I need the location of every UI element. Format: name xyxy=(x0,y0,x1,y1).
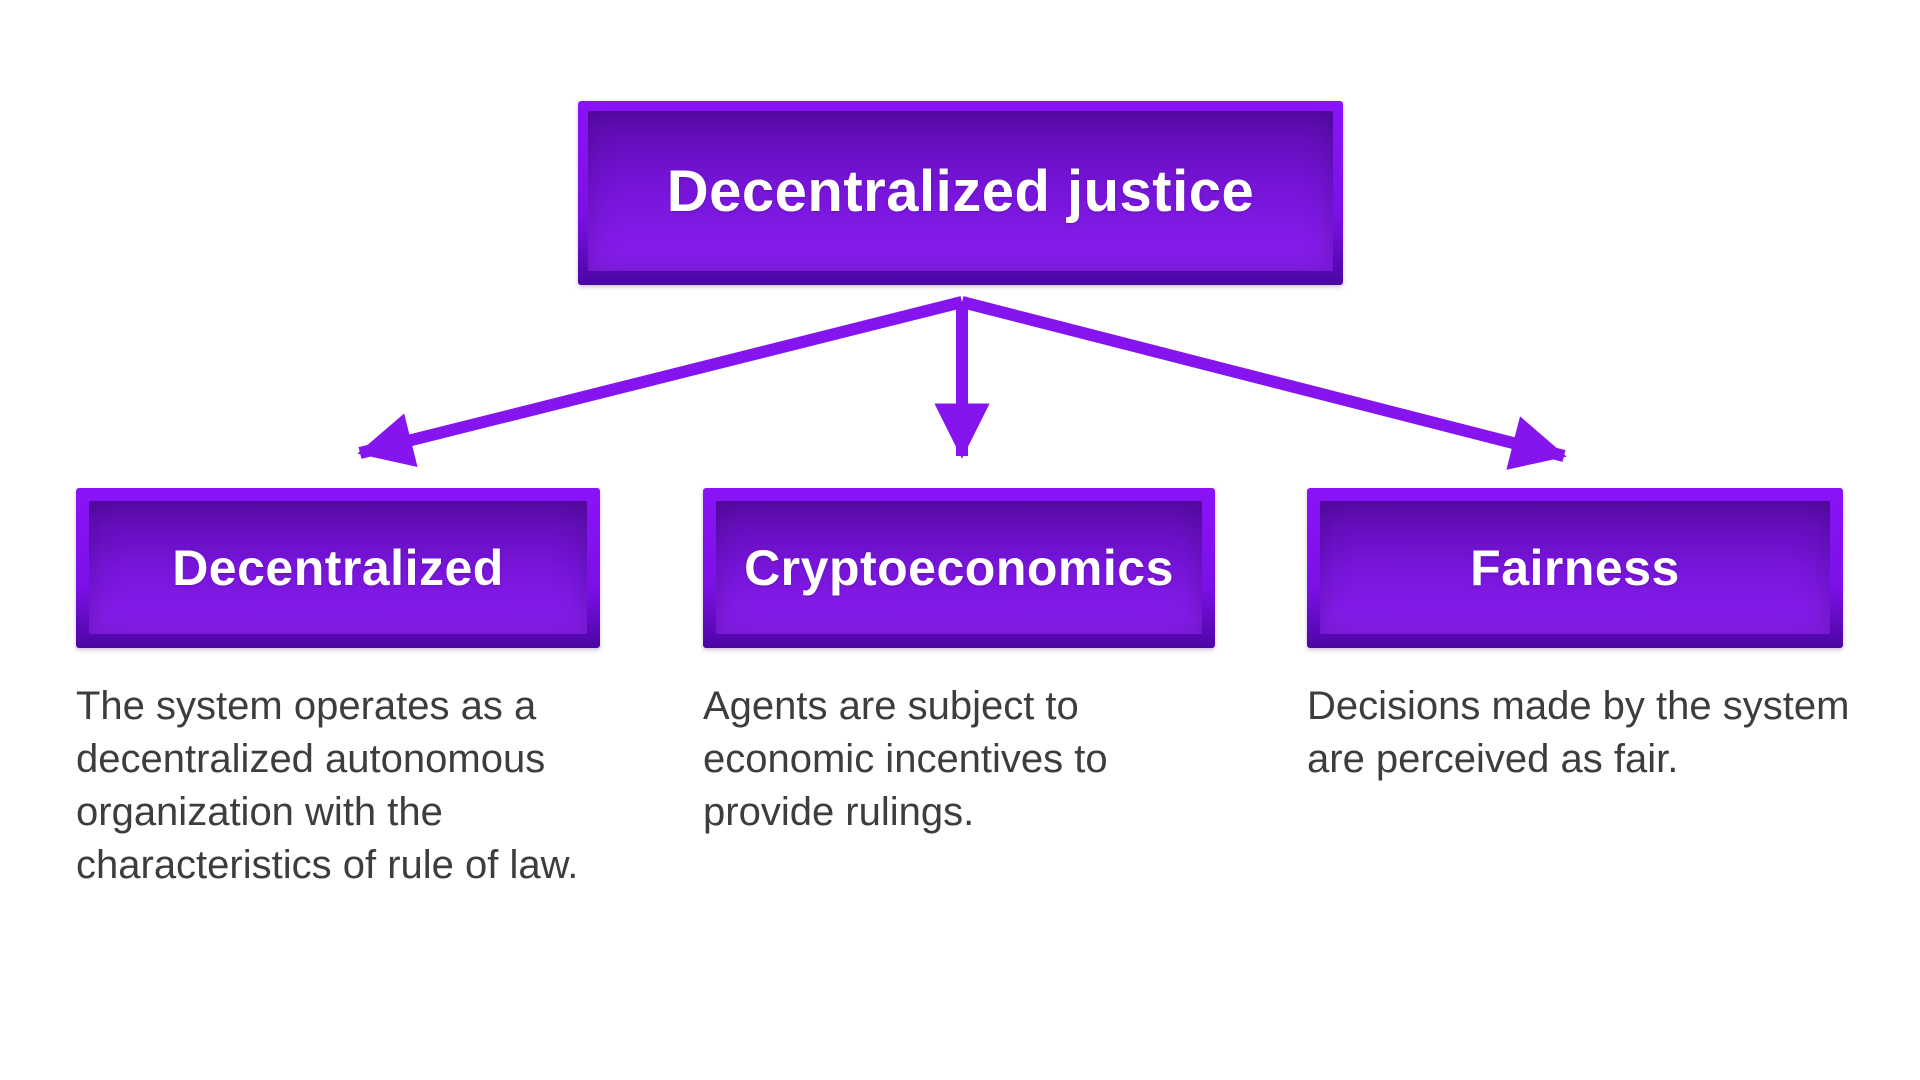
node-decentralized-justice: Decentralized justice xyxy=(578,101,1343,285)
node-inner-panel: Fairness xyxy=(1320,501,1830,634)
node-label: Cryptoeconomics xyxy=(744,539,1174,596)
node-label: Decentralized xyxy=(172,539,504,596)
description-cryptoeconomics: Agents are subject to economic incentive… xyxy=(703,684,1108,834)
node-cryptoeconomics: Cryptoeconomics xyxy=(703,488,1215,648)
node-label: Decentralized justice xyxy=(666,158,1255,224)
node-inner-panel: Decentralized xyxy=(89,501,587,634)
node-inner-panel: Decentralized justice xyxy=(588,111,1333,271)
description-fairness: Decisions made by the system are perceiv… xyxy=(1307,684,1850,781)
node-label: Fairness xyxy=(1470,539,1680,596)
node-fairness: Fairness xyxy=(1307,488,1843,648)
arrow-to-fairness xyxy=(960,296,1567,470)
node-decentralized: Decentralized xyxy=(76,488,600,648)
node-inner-panel: Cryptoeconomics xyxy=(716,501,1202,634)
arrow-to-decentralized xyxy=(357,296,964,468)
description-decentralized: The system operates as a decentralized a… xyxy=(76,684,579,887)
